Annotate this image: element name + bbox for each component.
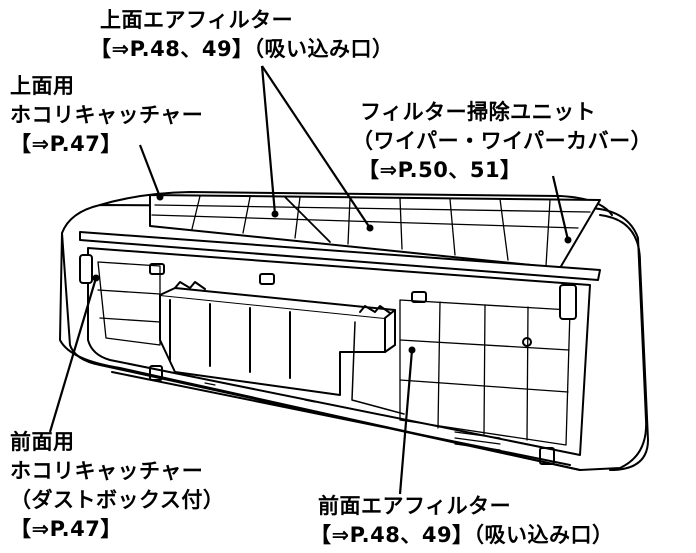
- leader-front-dust: [48, 277, 98, 433]
- dust-box: [159, 294, 386, 396]
- label-top-air-filter-ref: 【⇒P.48、49】（吸い込み口）: [90, 37, 394, 61]
- label-top-dust-catcher-ref: 【⇒P.47】: [10, 132, 122, 156]
- right-panel: [599, 214, 649, 471]
- label-front-air-filter: 前面エアフィルター 【⇒P.48、49】（吸い込み口）: [310, 492, 614, 550]
- label-filter-cleaning-unit-ref: 【⇒P.50、51】: [358, 158, 522, 182]
- label-front-dust-catcher: 前面用 ホコリキャッチャー （ダストボックス付） 【⇒P.47】: [10, 428, 224, 544]
- leader-front-filter: [398, 349, 414, 495]
- front-rail: [79, 231, 601, 281]
- label-top-air-filter: 上面エアフィルター 【⇒P.48、49】（吸い込み口）: [90, 6, 394, 64]
- leader-top-filter-a: [260, 65, 277, 215]
- label-front-air-filter-ref: 【⇒P.48、49】（吸い込み口）: [310, 523, 614, 547]
- label-top-dust-catcher-line1: 上面用: [10, 74, 75, 98]
- label-top-dust-catcher-line2: ホコリキャッチャー: [10, 103, 204, 127]
- unit-top-edge: [99, 191, 613, 216]
- front-filter-grid: [399, 299, 571, 446]
- label-filter-cleaning-unit-name: フィルター掃除ユニット: [360, 100, 597, 124]
- leader-lines: [48, 65, 570, 495]
- leader-top-dust: [138, 144, 162, 198]
- label-filter-cleaning-unit: フィルター掃除ユニット （ワイパー・ワイパーカバー） 【⇒P.50、51】: [352, 98, 652, 185]
- label-top-air-filter-name: 上面エアフィルター: [100, 8, 294, 32]
- leader-top-filter-b: [261, 65, 371, 229]
- label-top-dust-catcher: 上面用 ホコリキャッチャー 【⇒P.47】: [10, 72, 203, 159]
- label-front-dust-catcher-line1: 前面用: [10, 430, 75, 454]
- label-front-air-filter-name: 前面エアフィルター: [318, 494, 512, 518]
- top-filter-grid: [151, 195, 591, 267]
- left-panel: [61, 232, 101, 366]
- front-clip-2: [259, 273, 275, 285]
- label-filter-cleaning-unit-detail: （ワイパー・ワイパーカバー）: [352, 129, 653, 153]
- leader-wiper: [551, 175, 570, 241]
- front-clip-1: [149, 263, 165, 275]
- label-front-dust-catcher-line2: ホコリキャッチャー: [10, 459, 204, 483]
- front-clip-3: [411, 291, 427, 303]
- label-front-dust-catcher-line3: （ダストボックス付）: [10, 488, 225, 512]
- label-front-dust-catcher-ref: 【⇒P.47】: [10, 517, 122, 541]
